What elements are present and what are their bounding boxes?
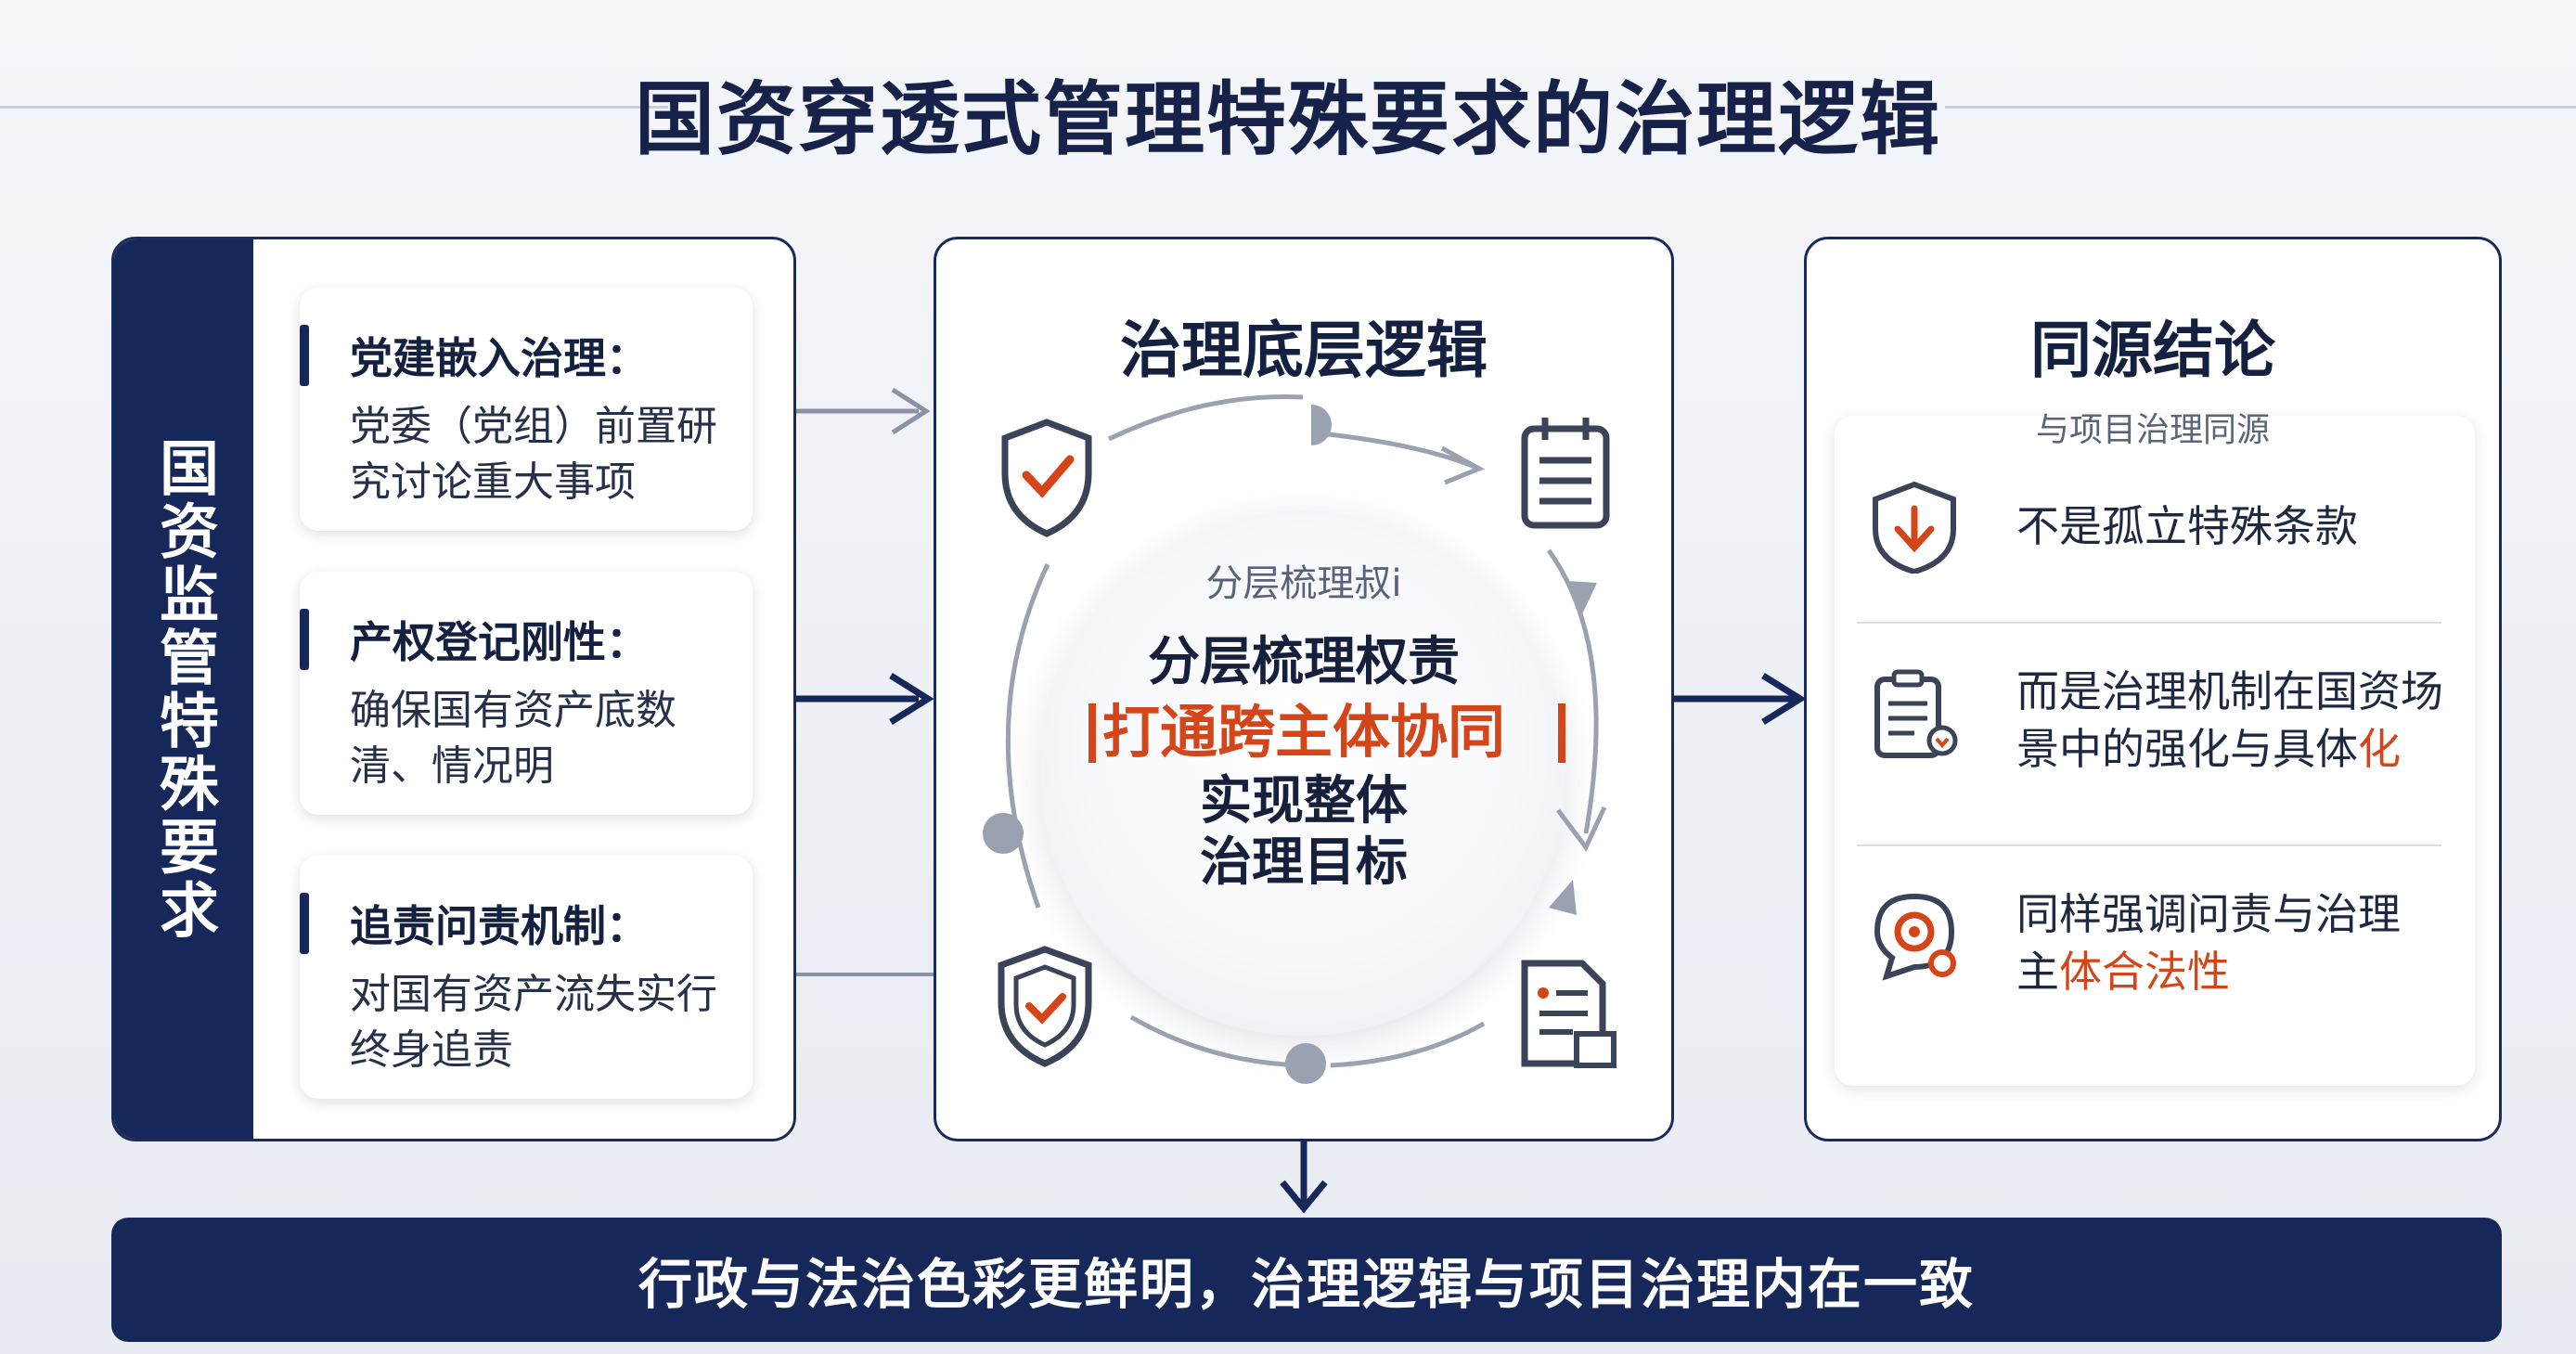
shield-check-icon	[1001, 419, 1092, 537]
conclusion-divider	[1857, 622, 2441, 624]
requirement-body-line: 终身追责	[350, 1026, 513, 1074]
arrow-mid-right	[1674, 673, 1807, 725]
requirement-body: 确保国有资产底数 清、情况明	[350, 683, 734, 794]
requirement-card-property-registration: 产权登记刚性： 确保国有资产底数 清、情况明	[300, 572, 753, 815]
requirement-body-line: 党委（党组）前置研	[350, 403, 717, 450]
conclusion-text-line: 景中的强化与具体化	[2016, 720, 2462, 778]
requirement-title: 党建嵌入治理：	[350, 333, 649, 383]
requirement-body-line: 对国有资产流失实行	[350, 971, 717, 1018]
circle-line-2: 打通跨主体协同	[1101, 698, 1505, 766]
arrow-down-to-banner	[1280, 1141, 1328, 1214]
supervision-requirements-panel: 国资监管特殊要求 党建嵌入治理： 党委（党组）前置研 究讨论重大事项 产权登记刚…	[111, 237, 796, 1141]
cycle-ring	[983, 394, 1607, 1084]
circle-line-3: 实现整体	[1200, 771, 1408, 832]
document-download-icon	[1874, 669, 1958, 758]
ring-node-top	[1311, 405, 1332, 445]
arrow-top-left	[796, 387, 931, 435]
conclusion-text-highlight: 化	[2358, 724, 2401, 774]
requirement-card-party-building: 党建嵌入治理： 党委（党组）前置研 究讨论重大事项	[300, 288, 753, 531]
conclusion-text-line: 同样强调问责与治理	[2016, 889, 2401, 939]
requirement-card-accountability: 追责问责机制： 对国有资产流失实行 终身追责	[300, 856, 753, 1099]
title-line-right	[1945, 106, 2576, 109]
summary-banner: 行政与法治色彩更鲜明，治理逻辑与项目治理内在一致	[111, 1218, 2502, 1342]
card-accent	[300, 893, 309, 954]
conclusion-divider	[1857, 845, 2441, 846]
requirements-side-bar: 国资监管特殊要求	[114, 239, 253, 1139]
title-line-left	[0, 106, 668, 109]
requirements-side-label: 国资监管特殊要求	[149, 436, 218, 942]
corner-icons	[998, 418, 1616, 1068]
conclusion-subtitle: 与项目治理同源	[2035, 411, 2270, 449]
governance-logic-heading: 治理底层逻辑	[1120, 315, 1488, 386]
conclusion-item-1: 不是孤立特殊条款	[1835, 453, 2475, 666]
ring-node-right	[1567, 581, 1597, 614]
conclusion-card: 不是孤立特殊条款 而是治理机制在国资场 景中的强化与具体化	[1835, 416, 2475, 1086]
conclusion-heading: 同源结论	[2030, 315, 2275, 386]
requirement-body-line: 究讨论重大事项	[350, 458, 636, 506]
ring-node-right-lower	[1549, 880, 1577, 915]
ring-node-left	[983, 813, 1024, 854]
requirement-body-line: 确保国有资产底数	[350, 687, 676, 734]
card-accent	[300, 609, 309, 670]
circle-subtitle: 分层梳理叔i	[1205, 562, 1402, 605]
highlight-bar-left	[1088, 703, 1096, 763]
conclusion-item-3: 同样强调问责与治理 主体合法性	[1835, 852, 2475, 1065]
circle-line-4: 治理目标	[1200, 832, 1408, 893]
requirement-body-line: 清、情况明	[350, 742, 554, 790]
highlight-bar-right	[1558, 703, 1565, 763]
conclusion-item-2: 而是治理机制在国资场 景中的强化与具体化	[1835, 629, 2475, 843]
page-title: 国资穿透式管理特殊要求的治理逻辑	[635, 73, 1941, 166]
card-accent	[300, 325, 309, 386]
notepad-list-icon	[1521, 418, 1610, 529]
circle-line-1: 分层梳理权责	[1148, 632, 1460, 692]
requirement-title: 追责问责机制：	[350, 901, 649, 951]
center-circle	[1040, 510, 1565, 1036]
conclusion-text: 同样强调问责与治理 主体合法性	[2016, 885, 2462, 1000]
conclusion-text-line: 而是治理机制在国资场	[2016, 666, 2443, 716]
badge-check-icon	[998, 946, 1092, 1067]
conclusion-text-part: 主	[2016, 947, 2059, 997]
conclusion-text-line: 主体合法性	[2016, 943, 2462, 1000]
requirement-body: 党委（党组）前置研 究讨论重大事项	[350, 399, 734, 510]
document-form-icon	[1521, 960, 1616, 1068]
governance-logic-panel: 治理底层逻辑	[934, 237, 1674, 1141]
conclusion-text-part: 景中的强化与具体	[2016, 724, 2358, 774]
conclusion-text-highlight: 体合法性	[2059, 947, 2230, 997]
conclusion-text: 而是治理机制在国资场 景中的强化与具体化	[2016, 663, 2462, 778]
shield-arrow-down-icon	[1873, 481, 1956, 574]
ring-node-bottom	[1285, 1043, 1326, 1084]
requirement-title: 产权登记刚性：	[350, 617, 649, 667]
arrow-mid-left	[796, 673, 934, 725]
conclusion-panel: 同源结论 不是孤立特殊条款 而是治理机制在国资场 景中的强化	[1804, 237, 2502, 1141]
conclusion-text: 不是孤立特殊条款	[2016, 501, 2358, 551]
gear-chat-icon	[1874, 893, 1956, 981]
requirement-body: 对国有资产流失实行 终身追责	[350, 967, 734, 1078]
